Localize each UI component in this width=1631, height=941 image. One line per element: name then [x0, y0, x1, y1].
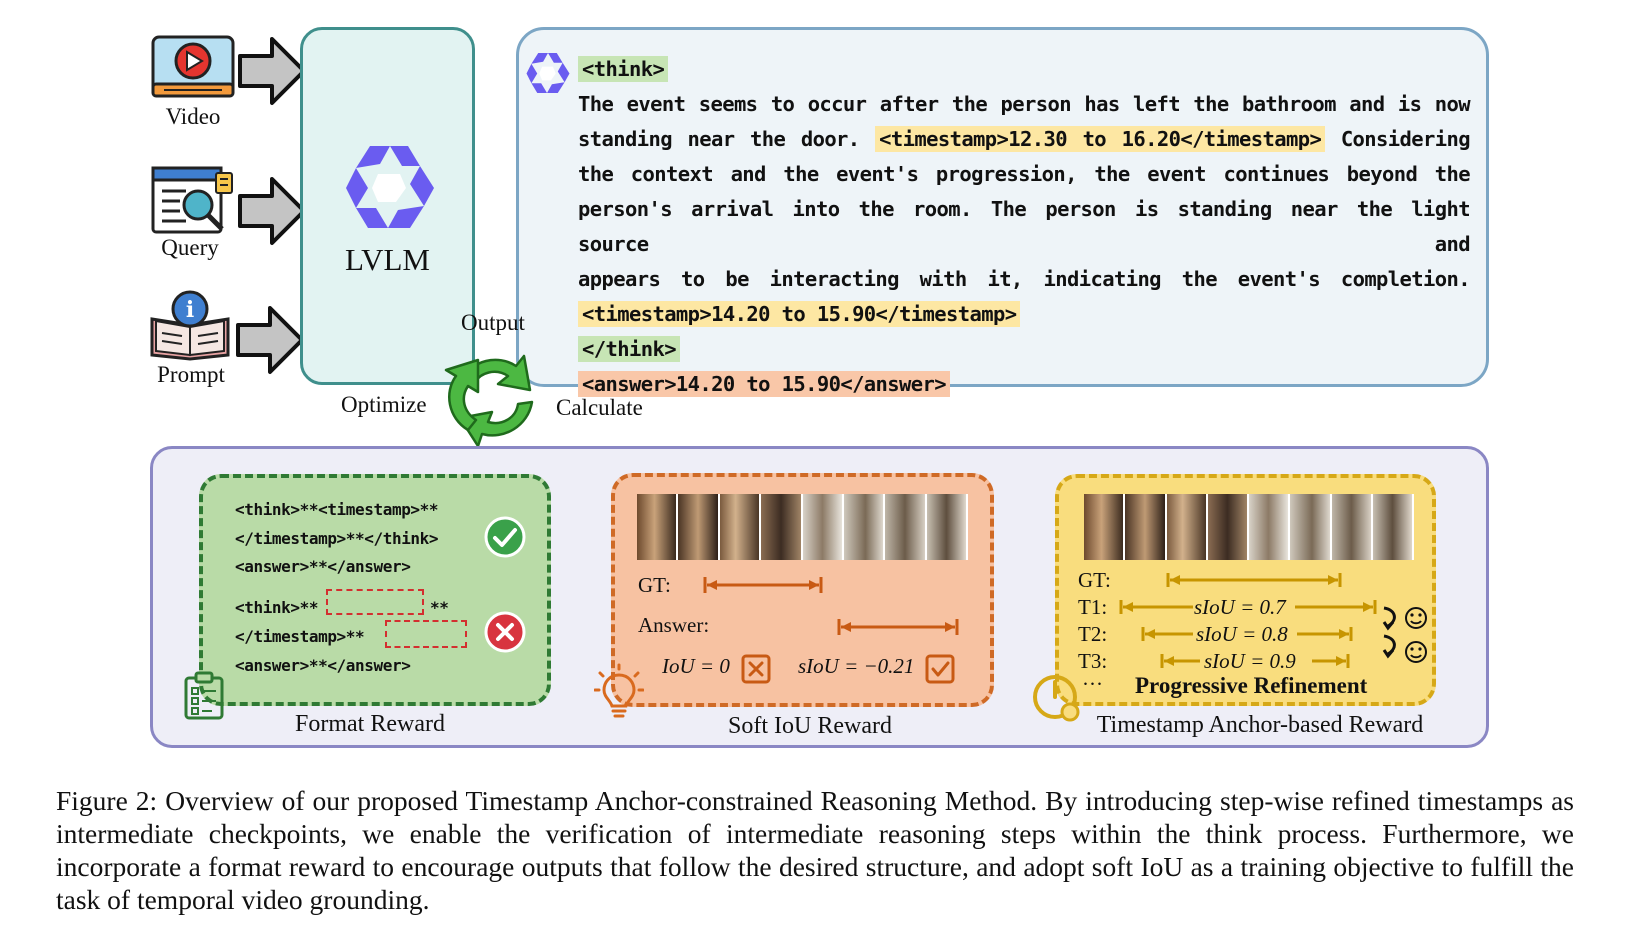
prompt-arrow-icon: [236, 306, 304, 374]
improvement-smiley-icon: [1382, 606, 1427, 663]
svg-text:i: i: [186, 297, 194, 323]
video-frame: [1372, 494, 1414, 560]
anchor-t1-interval-icon: [1119, 600, 1377, 614]
video-frame: [1290, 494, 1332, 560]
missing-content-box-2: [385, 620, 467, 648]
figure-caption: Figure 2: Overview of our proposed Times…: [56, 785, 1574, 915]
reasoning-line-2-post: Considering: [1340, 127, 1471, 151]
reasoning-line-3: the context and the event's progression,…: [578, 162, 1471, 186]
video-arrow-icon: [238, 37, 306, 105]
progressive-refinement-label: Progressive Refinement: [1135, 673, 1368, 698]
reasoning-line-4: person's arrival into the room. The pers…: [578, 197, 1471, 256]
model-logo-icon: [346, 146, 434, 228]
soft-iou-answer-label: Answer:: [638, 613, 710, 637]
anchor-gt-interval-icon: [1166, 573, 1342, 587]
video-frame: [1207, 494, 1249, 560]
invalid-format-line-3: <answer>**</answer>: [235, 656, 411, 675]
video-icon: [151, 35, 235, 98]
output-label: Output: [461, 310, 525, 335]
cycle-arrows-icon: [444, 354, 534, 446]
video-frame: [678, 494, 720, 560]
anchor-reward-caption: Timestamp Anchor-based Reward: [1096, 712, 1424, 738]
anchor-t2-interval-icon: [1141, 627, 1353, 641]
video-frame: [1125, 494, 1167, 560]
video-frame: [637, 494, 679, 560]
prompt-icon: i: [150, 290, 230, 361]
think-close-tag: </think>: [578, 336, 680, 362]
anchor-t2-value: sIoU = 0.8: [1196, 622, 1288, 646]
timestamp-anchor-2: <timestamp>14.20 to 15.90</timestamp>: [578, 301, 1021, 327]
query-label: Query: [161, 235, 219, 260]
query-arrow-icon: [238, 177, 306, 245]
invalid-format-line-1-post: **: [430, 598, 449, 617]
reasoning-line-2-pre: standing near the door.: [578, 127, 860, 151]
video-frame: [1331, 494, 1373, 560]
reasoning-line-1: The event seems to occur after the perso…: [578, 92, 1471, 116]
video-frame: [802, 494, 844, 560]
valid-format-line-1: <think>**<timestamp>**: [235, 500, 439, 519]
reasoning-line-2: standing near the door. <timestamp>12.30…: [578, 122, 1471, 157]
siou-check-icon: [925, 654, 955, 684]
video-frame: [1084, 494, 1126, 560]
video-frame: [719, 494, 762, 560]
lvlm-label: LVLM: [345, 242, 430, 277]
video-frame: [1249, 494, 1291, 560]
invalid-format-line-2: </timestamp>**: [235, 627, 365, 646]
anchor-gt-label: GT:: [1078, 568, 1111, 592]
anchor-t3-label: T3:: [1078, 649, 1108, 673]
soft-iou-reward-caption: Soft IoU Reward: [728, 713, 892, 739]
anchor-ellipsis: ···: [1082, 672, 1103, 696]
answer-tag: <answer>14.20 to 15.90</answer>: [578, 371, 951, 397]
prompt-label: Prompt: [157, 362, 225, 387]
optimize-label: Optimize: [341, 392, 427, 417]
cross-circle-icon: [484, 611, 526, 653]
video-frame: [1166, 494, 1208, 560]
iou-value: IoU = 0: [662, 654, 730, 678]
valid-format-line-3: <answer>**</answer>: [235, 557, 411, 576]
valid-format-line-2: </timestamp>**</think>: [235, 529, 439, 548]
query-icon: [151, 166, 233, 234]
output-box: [516, 27, 1489, 387]
timer-icon: [1033, 675, 1080, 722]
video-frame: [843, 494, 886, 560]
output-logo-icon: [526, 52, 570, 94]
format-reward-caption: Format Reward: [295, 711, 445, 737]
video-label: Video: [165, 104, 221, 129]
video-frame: [761, 494, 803, 560]
anchor-t1-label: T1:: [1078, 595, 1108, 619]
iou-cross-icon: [741, 654, 771, 684]
reasoning-line-5: appears to be interacting with it, indic…: [578, 267, 1471, 291]
gt-interval-icon: [703, 577, 823, 593]
lvlm-box: [300, 27, 475, 385]
video-frame: [926, 494, 968, 560]
anchor-t3-value: sIoU = 0.9: [1204, 649, 1296, 673]
anchor-t3-interval-icon: [1160, 654, 1350, 668]
video-frames-strip-2: [1084, 494, 1414, 560]
lightbulb-icon: [594, 663, 644, 718]
siou-value: sIoU = −0.21: [798, 654, 915, 678]
anchor-t1-value: sIoU = 0.7: [1194, 595, 1286, 619]
calculate-label: Calculate: [556, 395, 643, 420]
timestamp-anchor-1: <timestamp>12.30 to 16.20</timestamp>: [875, 126, 1326, 152]
think-open-tag: <think>: [578, 56, 669, 82]
video-frame: [885, 494, 927, 560]
check-circle-icon: [484, 516, 526, 558]
missing-content-box-1: [326, 589, 424, 615]
answer-interval-icon: [837, 619, 959, 635]
clipboard-icon: [184, 671, 224, 720]
anchor-t2-label: T2:: [1078, 622, 1108, 646]
reasoning-output: <think> The event seems to occur after t…: [578, 52, 1471, 402]
soft-iou-gt-label: GT:: [638, 573, 671, 597]
video-frames-strip: [637, 494, 968, 560]
invalid-format-line-1-pre: <think>**: [235, 598, 319, 617]
